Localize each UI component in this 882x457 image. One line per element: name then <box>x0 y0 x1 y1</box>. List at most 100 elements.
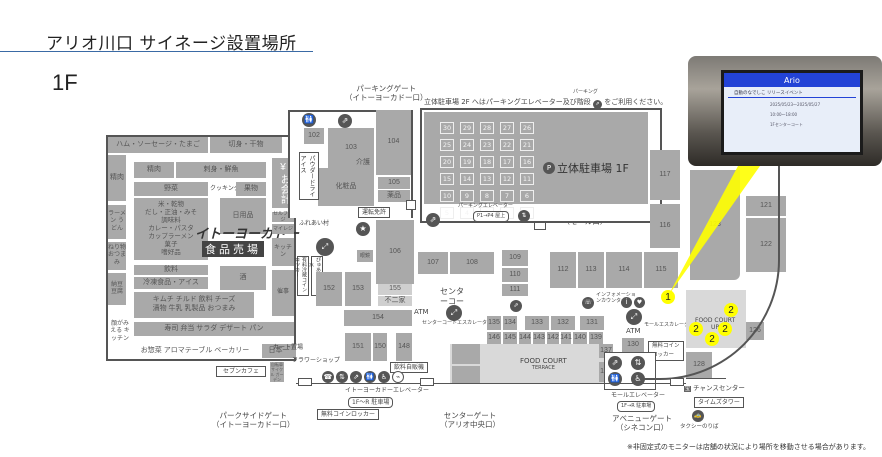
taxi-icon: 🚕 <box>692 410 704 422</box>
dept-drugs: 薬品 <box>378 190 410 202</box>
shop-105: 105 <box>378 177 410 189</box>
restroom-icon: 🚻 <box>302 113 316 127</box>
time-tower: タイムズタワー <box>694 397 744 408</box>
shop-109: 109 <box>502 250 528 266</box>
free-locker-iy: 無料コインロッカー <box>317 409 380 420</box>
parking-slot: 15 <box>440 173 454 185</box>
parking-gate-iy: パーキングゲート （イトーヨーカドー口） <box>345 84 428 102</box>
dry-ice-service: パウダードライアイス <box>299 152 319 200</box>
shop-107: 107 <box>418 252 448 274</box>
dept-fish-dry: 切身・干物 <box>210 137 282 153</box>
shop-106: 106 <box>376 220 414 284</box>
parking-slot: 11 <box>520 173 534 185</box>
parking-slot: 12 <box>500 173 514 185</box>
parking-slot: 20 <box>440 156 454 168</box>
cart-area-label: カート置場 <box>273 344 304 351</box>
signage-marker-2[interactable]: 2 <box>689 322 703 336</box>
service-counter-icon: ★ <box>356 222 370 236</box>
dept-nerimono: ねり物 おつまみ <box>108 242 126 270</box>
footnote: ※非固定式のモニターは店舗の状況により場所を移動させる場合があります。 <box>626 443 870 451</box>
shop-154: 154 <box>344 310 412 326</box>
shop-140: 142 <box>547 332 559 344</box>
parking-elevator-range: P1→P4 屋上 <box>473 211 510 222</box>
vending-machine: 飲料自販機 <box>390 362 429 373</box>
dept-chilled: キムチ チルド 飲料 チーズ 漬物 牛乳 乳製品 おつまみ <box>134 292 254 318</box>
parking-elevator-icon: ⇅ <box>518 210 530 222</box>
dept-care: 介護 <box>352 150 374 176</box>
self-register: セルフレジ <box>272 210 294 223</box>
stairs-icon: ⇗ <box>510 300 522 312</box>
center-gate: センターゲート （アリオ中央口） <box>440 411 500 429</box>
dept-ramen: ラーメン うどん <box>108 205 126 239</box>
license-label: 運転免許 <box>358 207 391 218</box>
parking-slot: 22 <box>500 139 514 151</box>
parking-slot: 8 <box>480 190 494 202</box>
shop-137: 139 <box>589 332 603 344</box>
parking-slot: 24 <box>460 139 474 151</box>
shop-131: 132 <box>551 316 575 330</box>
shop-155: 155 <box>378 284 412 295</box>
dept-ham: ハム・ソーセージ・たまご <box>108 137 208 153</box>
parking-notice: 立体駐車場 2F へはパーキングエレベーター及び階段 ⇗ をご利用ください。 <box>424 98 668 109</box>
escalator-icon: ⤢ <box>316 238 334 256</box>
mall-wall-bottom <box>296 383 686 384</box>
food-floor-label: 食品売場 <box>202 241 264 257</box>
parking-slot: 23 <box>480 139 494 151</box>
shop-151: 151 <box>345 333 371 361</box>
my-register: マイレジ <box>272 224 294 234</box>
shop-153: 153 <box>345 272 371 306</box>
bicycle-shop: 自転車 サイクル ガーデン <box>270 362 284 382</box>
gate-parking-iy-door[interactable] <box>406 200 416 210</box>
dept-glasses: 眼鏡 <box>357 250 373 262</box>
parking-slot: 28 <box>480 122 494 134</box>
signage-marker-2[interactable]: 2 <box>705 332 719 346</box>
parking-slot: 17 <box>500 156 514 168</box>
dept-sashimi: 刺身・鮮魚 <box>176 162 266 178</box>
shop-142: 144 <box>519 332 531 344</box>
seven-cafe: セブンカフェ <box>216 366 266 377</box>
signage-marker-1[interactable]: 1 <box>661 290 675 304</box>
shop-155-fujiya: 不二家 <box>378 296 412 306</box>
dept-meat-side: 精肉 <box>108 155 126 201</box>
restroom-icon: 🚻 <box>364 371 376 383</box>
shop-134: 135 <box>487 316 501 330</box>
shop-144: 146 <box>487 332 501 344</box>
parking-slot: 26 <box>520 122 534 134</box>
shop-141: 143 <box>533 332 545 344</box>
parking-slot: 9 <box>460 190 474 202</box>
dept-rice-etc: 米・乾物 だし・正油・みそ 調味料 カレー・パスタ カップラーメン 菓子 嗜好品 <box>134 198 208 260</box>
mall-escalator-icon: ⤢ <box>626 309 642 325</box>
gate-center-door[interactable] <box>420 378 434 386</box>
parking-slot: 19 <box>460 156 474 168</box>
signage-marker-2[interactable]: 2 <box>724 303 738 317</box>
center-escalator-label: センターコートエスカレーター <box>422 320 493 326</box>
smoking-icon: ⌁ <box>392 371 404 383</box>
gate-parkside-door[interactable] <box>298 378 312 386</box>
avenue-gate: アベニューゲート （シネコン口） <box>612 414 672 432</box>
shop-138: 140 <box>573 332 587 344</box>
parking-slot: 10 <box>440 190 454 202</box>
stairs-icon: ⇗ <box>592 100 602 109</box>
shop-150: 150 <box>373 333 387 361</box>
dept-daily-goods: 日用品 <box>220 198 266 234</box>
food-court-terrace-label: FOOD COURT TERRACE <box>520 357 567 371</box>
mall-wall-right <box>686 378 726 379</box>
signage-marker-2[interactable]: 2 <box>718 322 732 336</box>
info-counter-icon: ☏ <box>582 297 594 309</box>
gate-parking-mall-door[interactable] <box>534 222 546 230</box>
parking-slot: 13 <box>480 173 494 185</box>
signage-screen: Ario 自動のなでしこ リリースイベント 2025/05/23〜2025/05… <box>721 70 863 155</box>
screen-event-title: 自動のなでしこ リリースイベント <box>728 87 856 98</box>
shop-143: 145 <box>503 332 517 344</box>
dept-vegetables: 野菜 <box>134 182 208 196</box>
parking-slot: 7 <box>500 190 514 202</box>
signage-photo: Ario 自動のなでしこ リリースイベント 2025/05/23〜2025/05… <box>688 56 882 166</box>
center-escalator-icon: ⤢ <box>446 305 462 321</box>
center-court-atm: ATM <box>414 308 429 316</box>
parking-title: P 立体駐車場 1F <box>543 160 629 176</box>
shop-111: 111 <box>502 284 528 296</box>
parking-slot: 16 <box>520 156 534 168</box>
gate-avenue-door[interactable] <box>670 378 684 386</box>
yen-icon: ¥ <box>280 161 286 173</box>
